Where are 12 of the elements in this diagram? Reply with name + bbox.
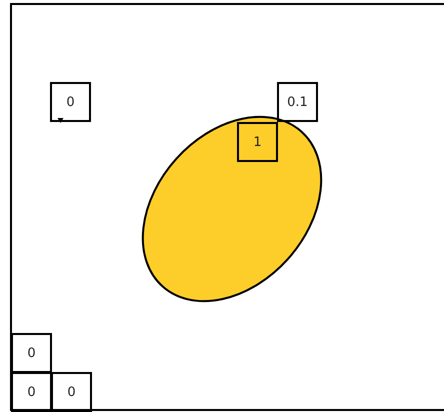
value-label: 0 [27, 384, 36, 400]
value-box [50, 82, 91, 122]
value-box [277, 82, 318, 122]
value-label: 0 [66, 94, 75, 110]
value-label: 0.1 [287, 94, 308, 110]
value-label: 1 [253, 134, 262, 150]
value-box [11, 333, 52, 373]
value-label: 0 [27, 346, 36, 360]
value-box [237, 122, 278, 162]
value-box [51, 372, 92, 412]
value-label: 0 [67, 384, 76, 400]
value-box [11, 372, 52, 412]
